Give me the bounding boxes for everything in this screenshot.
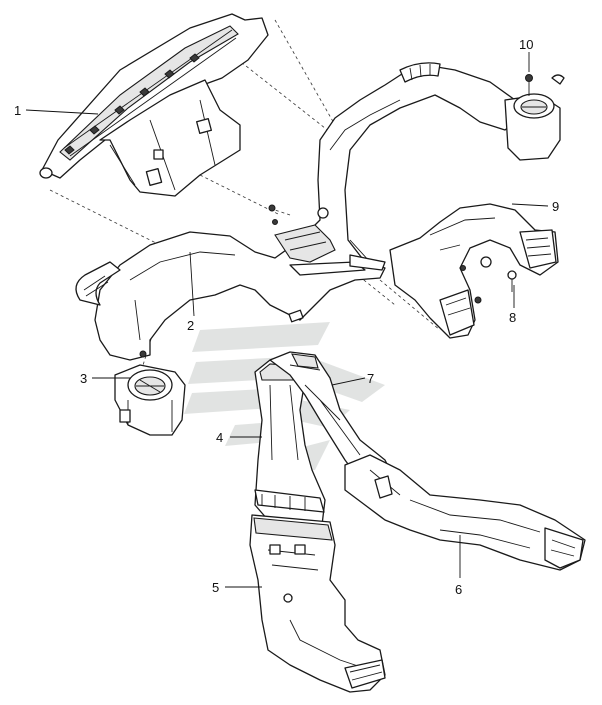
part-1-defroster-duct bbox=[39, 13, 269, 197]
callout-10: 10 bbox=[519, 37, 533, 52]
part-8-clip bbox=[507, 270, 517, 292]
callout-8: 8 bbox=[509, 310, 516, 325]
part-3-left-vent-outlet bbox=[114, 350, 186, 436]
callout-labels: 1 2 3 4 5 6 7 8 9 10 bbox=[14, 37, 559, 597]
part-6-rear-floor-duct bbox=[344, 454, 586, 571]
callout-3: 3 bbox=[80, 371, 87, 386]
part-5-front-floor-duct bbox=[249, 514, 386, 693]
leader-lines bbox=[25, 52, 549, 588]
callout-1: 1 bbox=[14, 103, 21, 118]
part-2-main-duct bbox=[75, 62, 521, 361]
callout-6: 6 bbox=[455, 582, 462, 597]
callout-9: 9 bbox=[552, 199, 559, 214]
callout-5: 5 bbox=[212, 580, 219, 595]
part-9-rear-duct bbox=[389, 203, 559, 339]
part-10-right-vent-outlet bbox=[504, 74, 565, 161]
callout-4: 4 bbox=[216, 430, 223, 445]
callout-7: 7 bbox=[367, 371, 374, 386]
assembly-lines bbox=[49, 19, 441, 376]
callout-2: 2 bbox=[187, 318, 194, 333]
